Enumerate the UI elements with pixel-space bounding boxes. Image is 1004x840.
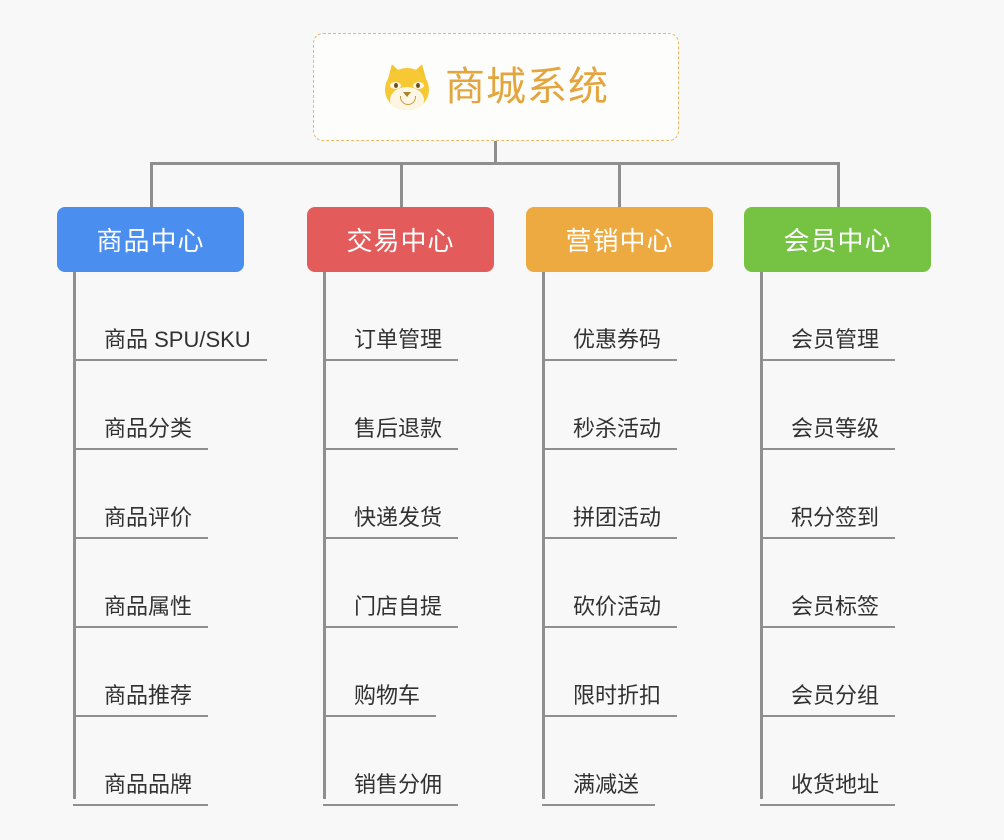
leaf-label: 商品属性 xyxy=(73,594,209,628)
shiba-pupil-left xyxy=(394,83,398,88)
leaf-label: 商品 SPU/SKU xyxy=(73,327,267,361)
shiba-dog-icon xyxy=(383,61,431,111)
connector-drop-4 xyxy=(837,162,840,208)
leaf-item[interactable]: 商品分类 xyxy=(73,361,244,450)
category-label-4: 会员中心 xyxy=(783,226,892,256)
leaf-label: 门店自提 xyxy=(323,594,459,628)
leaf-item[interactable]: 会员管理 xyxy=(760,272,931,361)
branch-column-2: 交易中心 订单管理 售后退款 快递发货 门店自提 购物车 销售分佣 xyxy=(307,207,494,806)
leaf-label: 售后退款 xyxy=(323,416,459,450)
branch-trunk-1 xyxy=(73,272,76,799)
branch-trunk-4 xyxy=(760,272,763,799)
leaf-item[interactable]: 快递发货 xyxy=(323,450,494,539)
leaf-label: 秒杀活动 xyxy=(542,416,678,450)
leaf-item[interactable]: 会员等级 xyxy=(760,361,931,450)
leaf-item[interactable]: 拼团活动 xyxy=(542,450,713,539)
leaf-label: 砍价活动 xyxy=(542,594,678,628)
leaf-item[interactable]: 限时折扣 xyxy=(542,628,713,717)
category-label-1: 商品中心 xyxy=(96,226,205,256)
root-title: 商城系统 xyxy=(445,65,609,109)
root-node[interactable]: 商城系统 xyxy=(313,33,679,141)
leaf-label: 满减送 xyxy=(542,772,656,806)
leaf-label: 拼团活动 xyxy=(542,505,678,539)
leaf-label: 会员管理 xyxy=(760,327,896,361)
leaf-label: 销售分佣 xyxy=(323,772,459,806)
leaf-item[interactable]: 商品评价 xyxy=(73,450,244,539)
leaf-item[interactable]: 收货地址 xyxy=(760,717,931,806)
leaf-label: 商品品牌 xyxy=(73,772,209,806)
leaf-item[interactable]: 会员标签 xyxy=(760,539,931,628)
leaf-item[interactable]: 会员分组 xyxy=(760,628,931,717)
leaf-label: 限时折扣 xyxy=(542,683,678,717)
leaf-label: 快递发货 xyxy=(323,505,459,539)
leaf-label: 收货地址 xyxy=(760,772,896,806)
leaf-item[interactable]: 商品品牌 xyxy=(73,717,244,806)
connector-bus xyxy=(150,162,840,165)
connector-drop-2 xyxy=(400,162,403,208)
leaf-label: 积分签到 xyxy=(760,505,896,539)
connector-stem xyxy=(494,141,497,164)
branch-trunk-2 xyxy=(323,272,326,799)
leaf-label: 商品分类 xyxy=(73,416,209,450)
leaf-label: 购物车 xyxy=(323,683,437,717)
leaf-list-3: 优惠券码 秒杀活动 拼团活动 砍价活动 限时折扣 满减送 xyxy=(542,272,713,806)
branch-column-3: 营销中心 优惠券码 秒杀活动 拼团活动 砍价活动 限时折扣 满减送 xyxy=(526,207,713,806)
leaf-item[interactable]: 商品推荐 xyxy=(73,628,244,717)
leaf-label: 会员分组 xyxy=(760,683,896,717)
leaf-item[interactable]: 商品 SPU/SKU xyxy=(73,272,267,361)
connector-drop-3 xyxy=(618,162,621,208)
leaf-label: 商品评价 xyxy=(73,505,209,539)
leaf-list-4: 会员管理 会员等级 积分签到 会员标签 会员分组 收货地址 xyxy=(760,272,931,806)
leaf-label: 会员等级 xyxy=(760,416,896,450)
leaf-label: 会员标签 xyxy=(760,594,896,628)
leaf-item[interactable]: 优惠券码 xyxy=(542,272,713,361)
shiba-nose xyxy=(403,92,411,97)
leaf-item[interactable]: 购物车 xyxy=(323,628,494,717)
leaf-item[interactable]: 砍价活动 xyxy=(542,539,713,628)
leaf-list-2: 订单管理 售后退款 快递发货 门店自提 购物车 销售分佣 xyxy=(323,272,494,806)
leaf-item[interactable]: 销售分佣 xyxy=(323,717,494,806)
leaf-label: 商品推荐 xyxy=(73,683,209,717)
shiba-pupil-right xyxy=(416,83,420,88)
category-header-4[interactable]: 会员中心 xyxy=(744,207,931,272)
shiba-head xyxy=(385,68,429,110)
leaf-item[interactable]: 满减送 xyxy=(542,717,713,806)
leaf-item[interactable]: 积分签到 xyxy=(760,450,931,539)
leaf-item[interactable]: 商品属性 xyxy=(73,539,244,628)
leaf-item[interactable]: 秒杀活动 xyxy=(542,361,713,450)
category-header-2[interactable]: 交易中心 xyxy=(307,207,494,272)
category-header-3[interactable]: 营销中心 xyxy=(526,207,713,272)
category-label-3: 营销中心 xyxy=(565,226,674,256)
leaf-item[interactable]: 订单管理 xyxy=(323,272,494,361)
branch-column-1: 商品中心 商品 SPU/SKU 商品分类 商品评价 商品属性 商品推荐 商品品牌 xyxy=(57,207,267,806)
leaf-item[interactable]: 售后退款 xyxy=(323,361,494,450)
category-header-1[interactable]: 商品中心 xyxy=(57,207,244,272)
leaf-label: 优惠券码 xyxy=(542,327,678,361)
leaf-item[interactable]: 门店自提 xyxy=(323,539,494,628)
category-label-2: 交易中心 xyxy=(346,226,455,256)
branch-column-4: 会员中心 会员管理 会员等级 积分签到 会员标签 会员分组 收货地址 xyxy=(744,207,931,806)
connector-drop-1 xyxy=(150,162,153,208)
branch-trunk-3 xyxy=(542,272,545,799)
leaf-list-1: 商品 SPU/SKU 商品分类 商品评价 商品属性 商品推荐 商品品牌 xyxy=(73,272,267,806)
leaf-label: 订单管理 xyxy=(323,327,459,361)
